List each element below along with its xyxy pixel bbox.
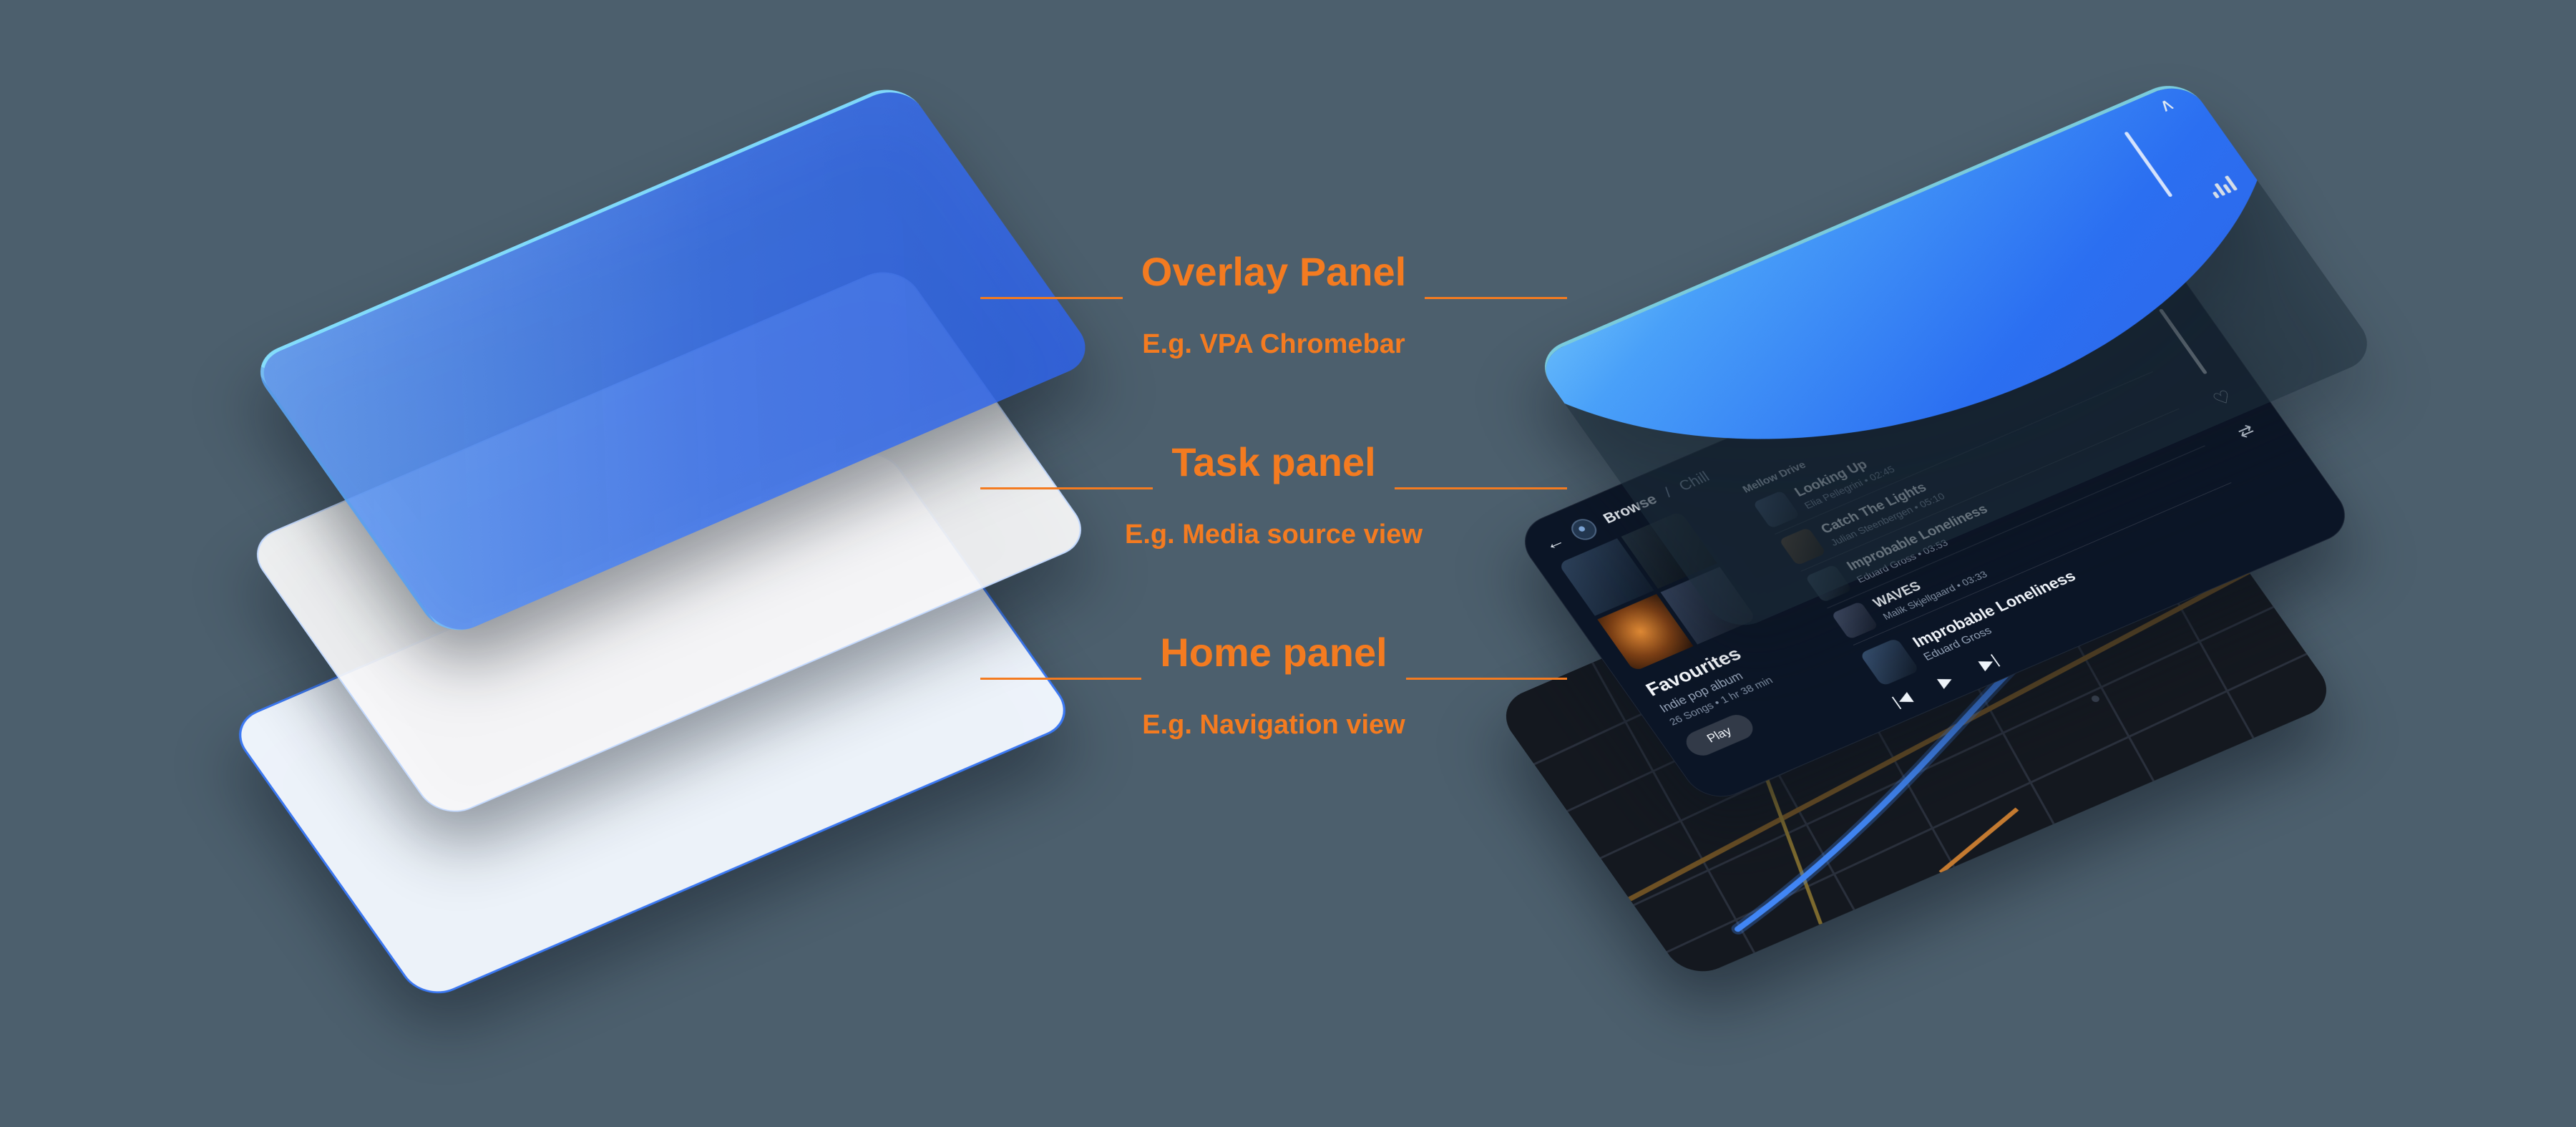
callout-overlay-panel: Overlay Panel E.g. VPA Chromebar (980, 249, 1568, 360)
callout-title: Overlay Panel (1141, 249, 1407, 294)
connector-line-left (980, 678, 1142, 680)
shuffle-icon[interactable]: ⇄ (2233, 420, 2259, 442)
major-road (1628, 570, 2250, 902)
callout-title: Home panel (1160, 630, 1387, 675)
connector-line-left (980, 297, 1123, 299)
callout-subtitle: E.g. VPA Chromebar (1142, 329, 1405, 359)
source-badge-icon (1566, 515, 1601, 544)
previous-button[interactable]: |◀ (1888, 688, 1916, 711)
connector-line-right (1425, 297, 1568, 299)
album-art (1859, 638, 1920, 687)
callout-subtitle: E.g. Navigation view (1142, 710, 1405, 740)
next-button[interactable]: ▶| (1976, 650, 2003, 673)
callout-title: Task panel (1171, 439, 1376, 484)
highlighted-road (1938, 807, 2019, 874)
connector-line-right (1405, 678, 1567, 680)
callout-task-panel: Task panel E.g. Media source view (980, 442, 1567, 550)
callout-subtitle: E.g. Media source view (1124, 519, 1423, 550)
album-art (1830, 601, 1879, 640)
connector-line-right (1394, 487, 1567, 489)
callout-home-panel: Home panel E.g. Navigation view (980, 633, 1567, 741)
play-pause-button[interactable]: ▶ (1934, 670, 1957, 691)
connector-line-left (980, 487, 1153, 489)
